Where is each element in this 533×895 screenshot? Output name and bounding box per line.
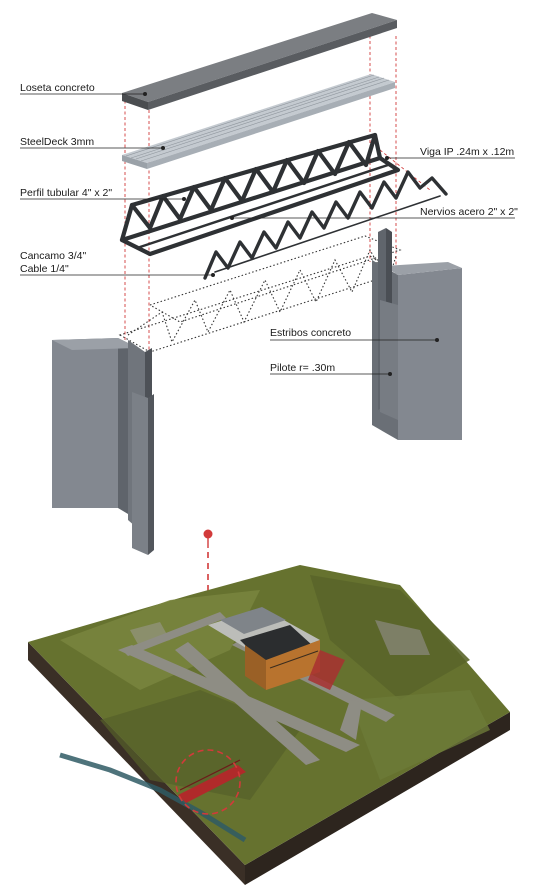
label-beam-text: Viga IP .24m x .12m: [420, 146, 514, 158]
label-tube: Perfil tubular 4" x 2": [20, 187, 186, 201]
label-abutment: Estribos concreto: [270, 327, 439, 342]
label-steeldeck: SteelDeck 3mm: [20, 136, 165, 150]
label-eyebolt-cable: Cancamo 3/4" Cable 1/4": [20, 250, 215, 277]
concrete-slab: [122, 13, 397, 110]
right-abutment: [372, 228, 462, 440]
main-truss: [119, 132, 401, 257]
label-eyebolt-text: Cancamo 3/4": [20, 250, 86, 262]
label-pile-text: Pilote r= .30m: [270, 362, 335, 374]
label-pile: Pilote r= .30m: [270, 362, 392, 376]
left-abutment: [52, 338, 154, 555]
label-cable-text: Cable 1/4": [20, 263, 69, 275]
steel-deck: [122, 74, 395, 169]
label-steeldeck-text: SteelDeck 3mm: [20, 136, 94, 148]
steel-ribs: [203, 170, 448, 280]
label-slab: Loseta concreto: [20, 82, 147, 96]
label-abutment-text: Estribos concreto: [270, 327, 351, 339]
label-slab-text: Loseta concreto: [20, 82, 95, 94]
label-ribs: Nervios acero 2" x 2": [230, 206, 518, 220]
cable-truss: [118, 235, 402, 353]
label-beam: Viga IP .24m x .12m: [385, 146, 515, 160]
terrain-model: [28, 565, 510, 885]
label-ribs-text: Nervios acero 2" x 2": [420, 206, 518, 218]
label-tube-text: Perfil tubular 4" x 2": [20, 187, 112, 199]
